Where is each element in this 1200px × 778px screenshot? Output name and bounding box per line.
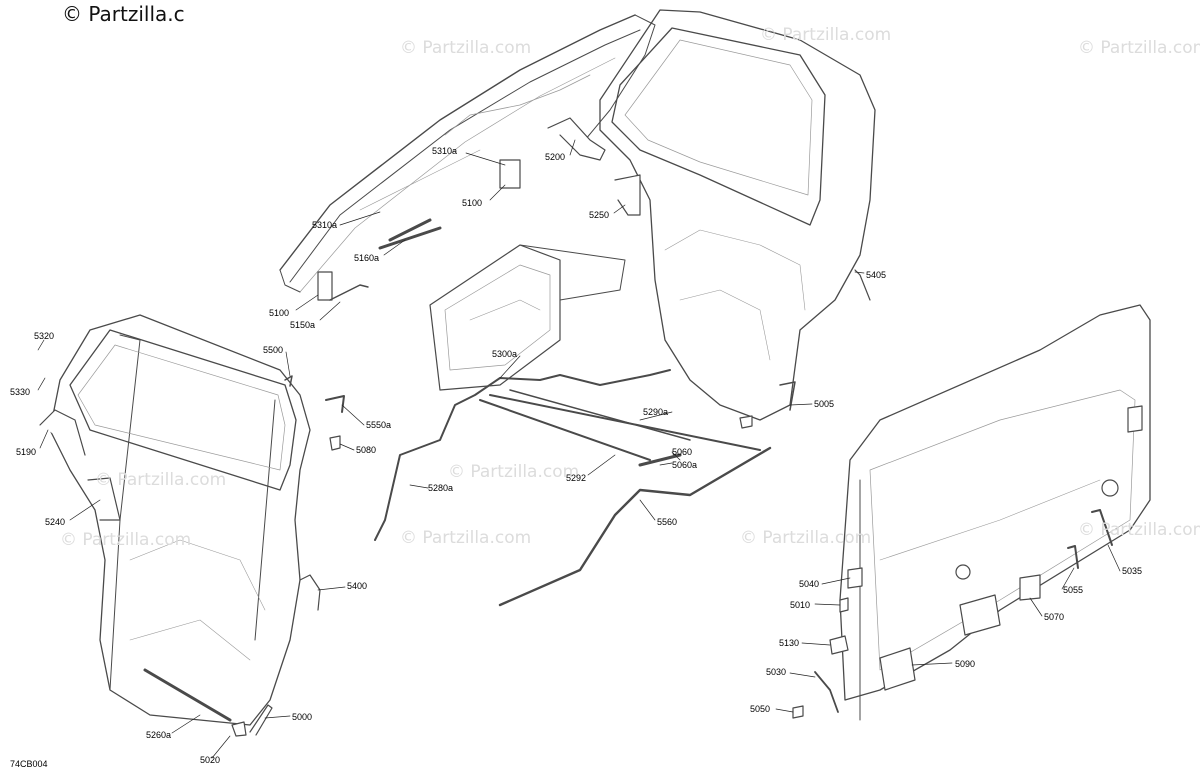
windshield-frame bbox=[279, 14, 656, 293]
part-label[interactable]: 5130 bbox=[779, 638, 800, 648]
diagram-code: 74CB004 bbox=[10, 759, 48, 769]
part-label[interactable]: 5030 bbox=[766, 667, 787, 677]
part-label[interactable]: 5150a bbox=[290, 320, 316, 330]
part-label[interactable]: 5560 bbox=[657, 517, 678, 527]
part-label[interactable]: 5310a bbox=[432, 146, 458, 156]
part-label[interactable]: 5290a bbox=[643, 407, 669, 417]
watermark: © Partzilla.com bbox=[740, 528, 872, 548]
part-label[interactable]: 5310a bbox=[312, 220, 338, 230]
watermark: © Partzilla.com bbox=[1078, 38, 1200, 58]
hardware-parts bbox=[39, 117, 1143, 737]
part-label[interactable]: 5005 bbox=[814, 399, 835, 409]
part-label[interactable]: 5500 bbox=[263, 345, 284, 355]
part-label[interactable]: 5260a bbox=[146, 730, 172, 740]
rods bbox=[374, 369, 772, 607]
part-label[interactable]: 5060 bbox=[672, 447, 693, 457]
part-label[interactable]: 5405 bbox=[866, 270, 887, 280]
part-label[interactable]: 5400 bbox=[347, 581, 368, 591]
part-label[interactable]: 5550a bbox=[366, 420, 392, 430]
part-label[interactable]: 5300a bbox=[492, 349, 518, 359]
watermark: © Partzilla.com bbox=[400, 528, 532, 548]
part-label[interactable]: 5330 bbox=[10, 387, 31, 397]
watermark: © Partzilla.com bbox=[1078, 520, 1200, 540]
part-label[interactable]: 5250 bbox=[589, 210, 610, 220]
part-label[interactable]: 5080 bbox=[356, 445, 377, 455]
part-label[interactable]: 5190 bbox=[16, 447, 37, 457]
part-label[interactable]: 5280a bbox=[428, 483, 454, 493]
watermark: © Partzilla.com bbox=[448, 462, 580, 482]
part-label[interactable]: 5060a bbox=[672, 460, 698, 470]
part-label[interactable]: 5100 bbox=[269, 308, 290, 318]
part-label[interactable]: 5050 bbox=[750, 704, 771, 714]
part-label[interactable]: 5160a bbox=[354, 253, 380, 263]
part-label[interactable]: 5200 bbox=[545, 152, 566, 162]
watermark: © Partzilla.com bbox=[60, 530, 192, 550]
part-label[interactable]: 5070 bbox=[1044, 612, 1065, 622]
copyright-mark: © Partzilla.c bbox=[62, 2, 185, 26]
part-label[interactable]: 5000 bbox=[292, 712, 313, 722]
watermark: © Partzilla.com bbox=[95, 470, 227, 490]
leader-lines bbox=[37, 139, 1121, 759]
part-label[interactable]: 5292 bbox=[566, 473, 587, 483]
part-label[interactable]: 5100 bbox=[462, 198, 483, 208]
part-label[interactable]: 5240 bbox=[45, 517, 66, 527]
part-label[interactable]: 5320 bbox=[34, 331, 55, 341]
center-bin bbox=[429, 244, 626, 391]
watermark: © Partzilla.com bbox=[760, 25, 892, 45]
part-label[interactable]: 5090 bbox=[955, 659, 976, 669]
lower-door bbox=[49, 314, 311, 726]
part-label[interactable]: 5055 bbox=[1063, 585, 1084, 595]
part-label[interactable]: 5010 bbox=[790, 600, 811, 610]
upper-door bbox=[599, 9, 876, 421]
part-label[interactable]: 5040 bbox=[799, 579, 820, 589]
part-label[interactable]: 5020 bbox=[200, 755, 221, 765]
part-label[interactable]: 5035 bbox=[1122, 566, 1143, 576]
watermark: © Partzilla.com bbox=[400, 38, 532, 58]
